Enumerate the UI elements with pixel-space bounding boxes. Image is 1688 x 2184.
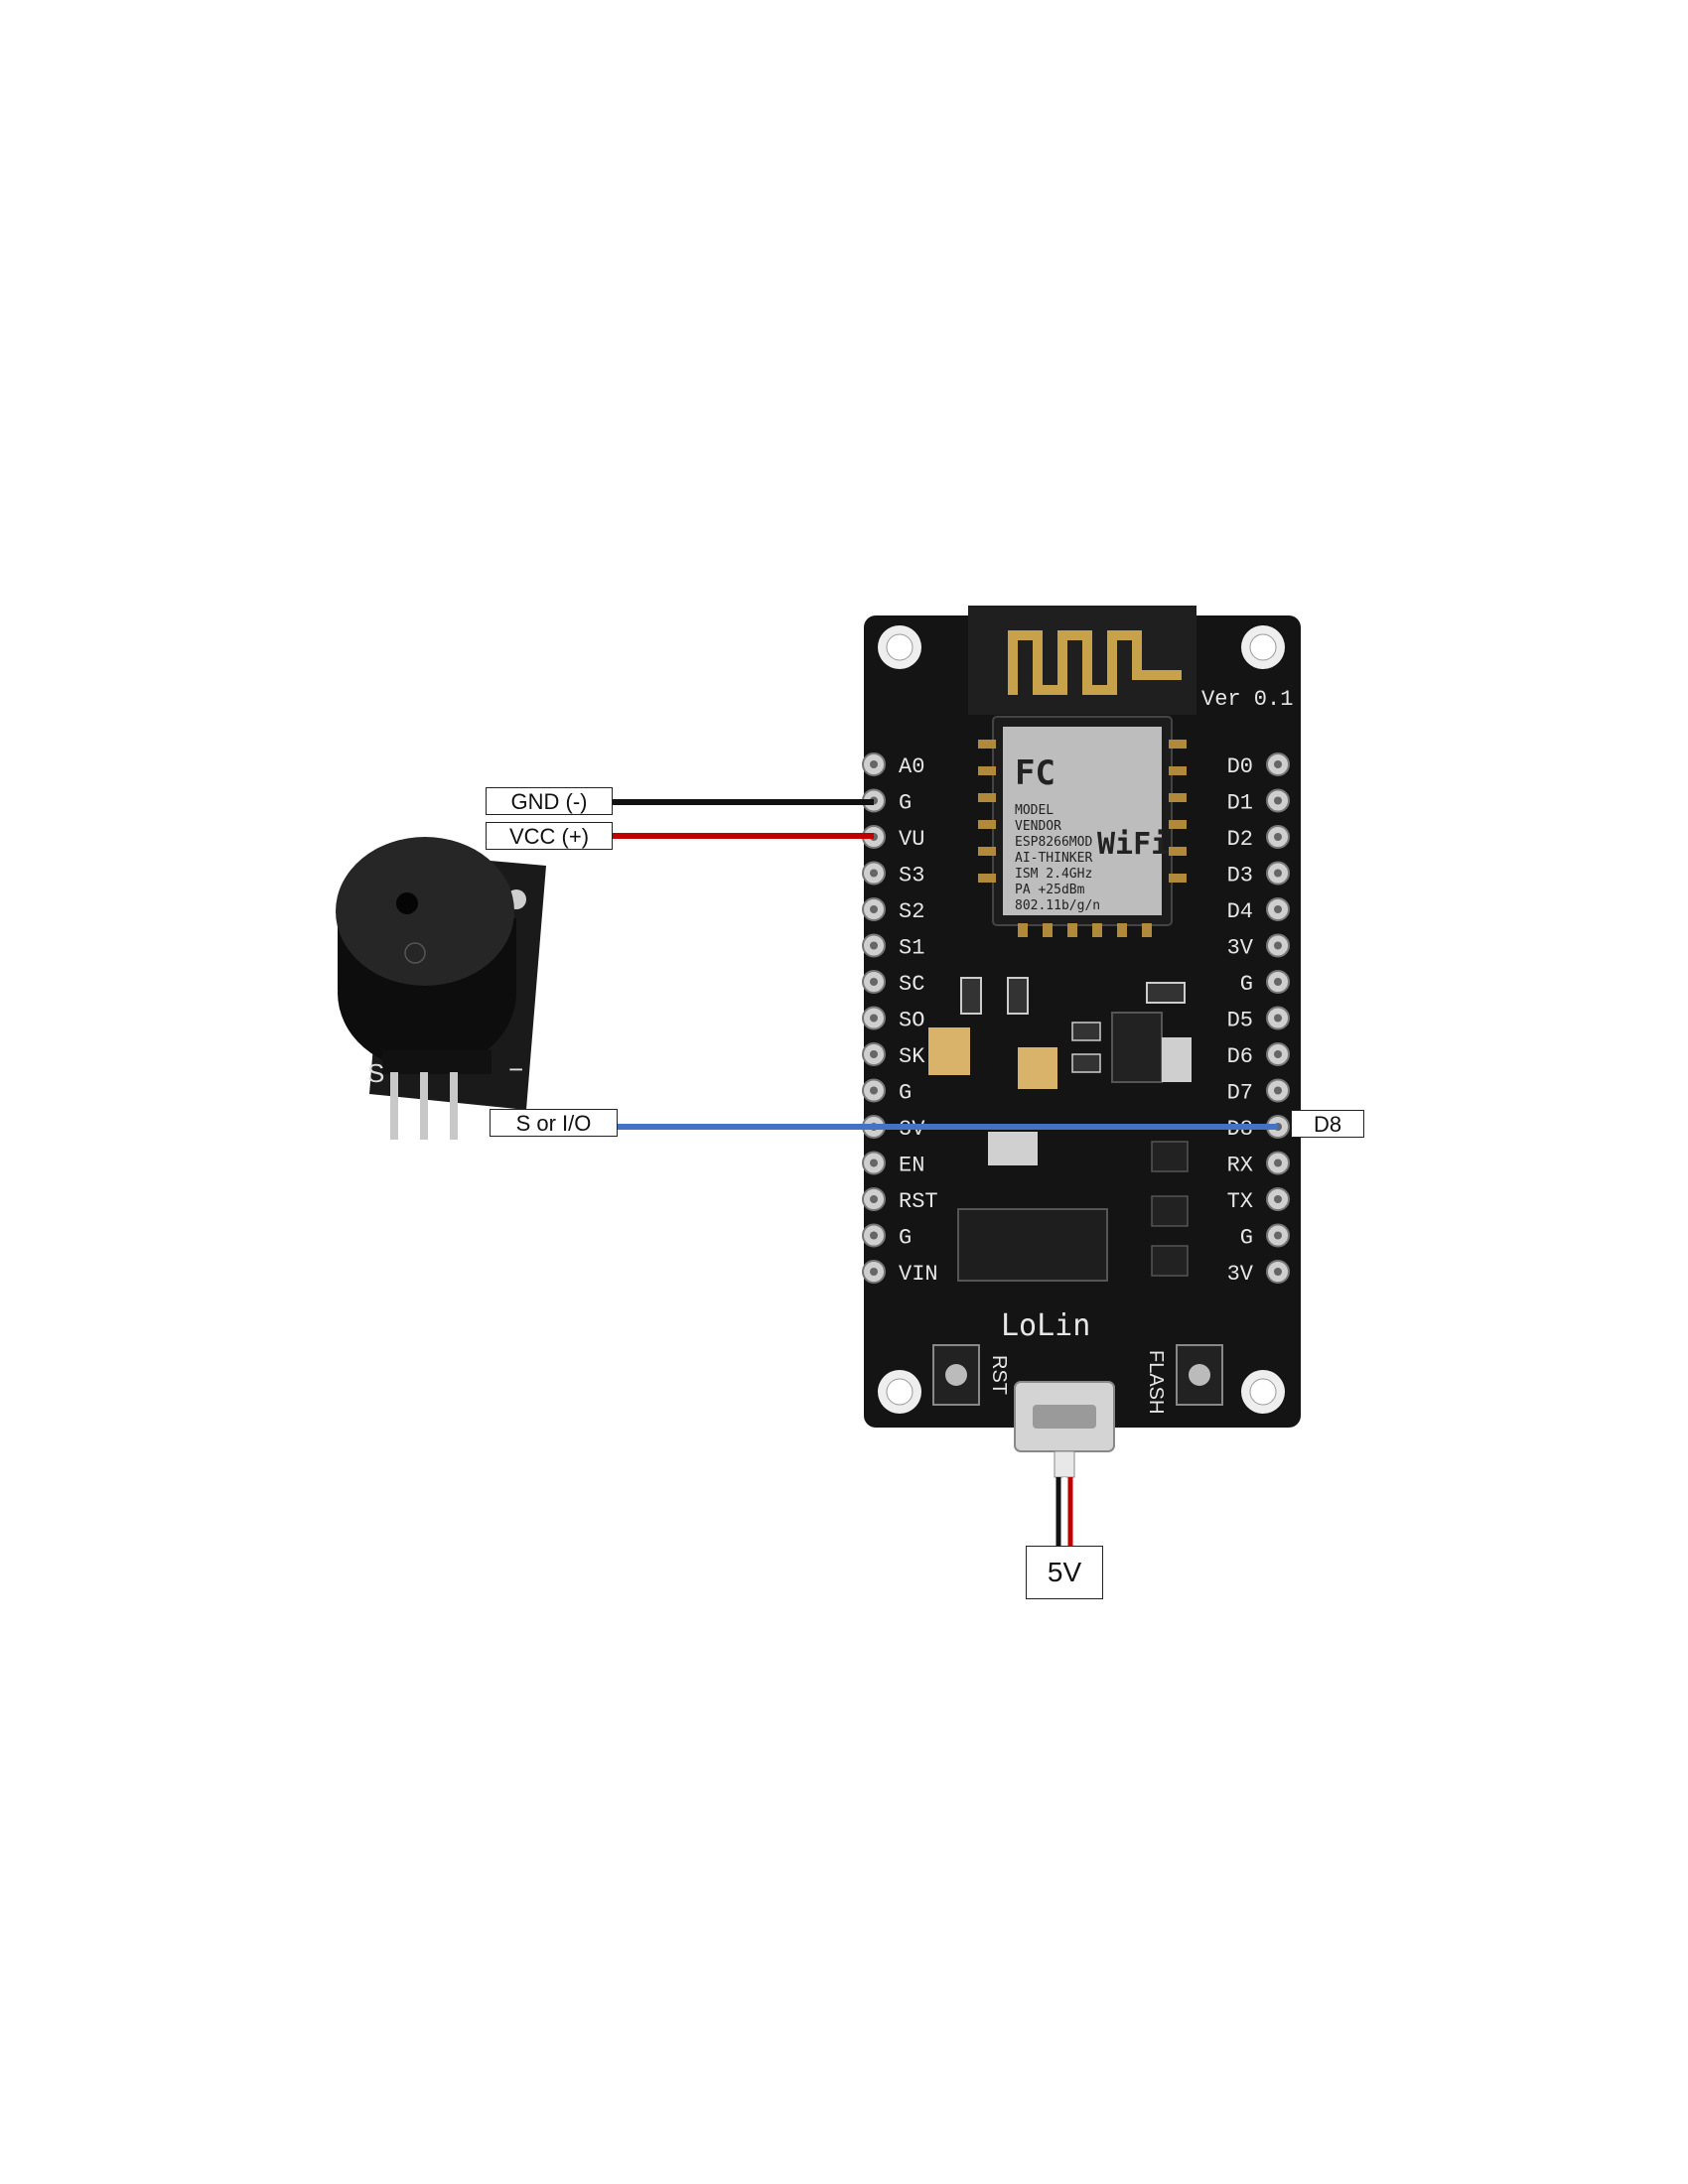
right-pin-hole-12 <box>1274 1195 1282 1203</box>
left-pin-hole-3 <box>870 869 878 878</box>
right-pin-label-rx: RX <box>1227 1154 1253 1178</box>
right-pin-hole-0 <box>1274 760 1282 768</box>
right-pin-label-d3: D3 <box>1227 864 1253 888</box>
right-pin-hole-8 <box>1274 1050 1282 1058</box>
5v-label: 5V <box>1026 1546 1103 1599</box>
buzzer-pin-gnd <box>450 1072 458 1140</box>
gnd-label: GND (-) <box>486 787 613 815</box>
right-pin-label-g: G <box>1240 972 1253 997</box>
right-pin-label-d4: D4 <box>1227 899 1253 924</box>
svg-text:MODEL: MODEL <box>1015 803 1054 818</box>
left-pin-hole-6 <box>870 978 878 986</box>
flash-button-label: FLASH <box>1145 1350 1167 1414</box>
buzzer-header <box>382 1050 492 1074</box>
svg-text:PA +25dBm: PA +25dBm <box>1015 883 1085 897</box>
buzzer-top <box>336 837 514 986</box>
left-pin-label-sc: SC <box>899 972 924 997</box>
left-pin-label-s1: S1 <box>899 936 924 961</box>
left-pin-label-rst: RST <box>899 1189 938 1214</box>
right-pin-hole-11 <box>1274 1159 1282 1167</box>
right-pin-hole-4 <box>1274 905 1282 913</box>
right-pin-label-d7: D7 <box>1227 1081 1253 1106</box>
buzzer-module: S − <box>336 837 546 1140</box>
right-header-pins: D0D1D2D3D43VGD5D6D7D8RXTXG3V <box>1227 752 1290 1287</box>
wifi-logo: WiFi <box>1097 827 1169 862</box>
left-pin-hole-9 <box>870 1086 878 1095</box>
right-pin-hole-9 <box>1274 1086 1282 1095</box>
fc-mark: FC <box>1015 753 1055 793</box>
right-pin-hole-5 <box>1274 941 1282 950</box>
left-pin-hole-13 <box>870 1231 878 1240</box>
board-brand: LoLin <box>1001 1308 1090 1343</box>
right-pin-label-d1: D1 <box>1227 791 1253 816</box>
right-pin-hole-3 <box>1274 869 1282 878</box>
svg-text:ESP8266MOD: ESP8266MOD <box>1015 835 1092 850</box>
left-pin-hole-14 <box>870 1268 878 1276</box>
right-pin-label-d2: D2 <box>1227 827 1253 852</box>
usb-cable <box>1054 1450 1075 1549</box>
buzzer-hole <box>396 892 418 914</box>
esp-module-text: FC WiFi MODEL VENDOR ESP8266MOD AI-THINK… <box>1015 753 1169 913</box>
smd-components <box>928 977 1192 1282</box>
left-pin-label-en: EN <box>899 1154 924 1178</box>
flash-button <box>1176 1344 1223 1406</box>
left-pin-hole-5 <box>870 941 878 950</box>
left-pin-label-g: G <box>899 791 912 816</box>
right-pin-label-d5: D5 <box>1227 1009 1253 1033</box>
antenna-trace <box>1008 630 1182 695</box>
left-pin-label-g: G <box>899 1226 912 1251</box>
rst-button-label: RST <box>988 1355 1010 1395</box>
signal-label: S or I/O <box>490 1109 618 1137</box>
left-pin-hole-12 <box>870 1195 878 1203</box>
left-pin-hole-8 <box>870 1050 878 1058</box>
buzzer-pin-vcc <box>420 1072 428 1140</box>
left-pin-hole-4 <box>870 905 878 913</box>
usb-serial-chip <box>957 1208 1108 1282</box>
buzzer-label-s: S <box>367 1058 384 1088</box>
right-pin-label-g: G <box>1240 1226 1253 1251</box>
esp-castellations <box>978 740 1187 937</box>
svg-text:ISM 2.4GHz: ISM 2.4GHz <box>1015 867 1092 882</box>
right-pin-label-3v: 3V <box>1227 1262 1254 1287</box>
right-pin-hole-7 <box>1274 1014 1282 1023</box>
buzzer-pin-s <box>390 1072 398 1140</box>
board-version: Ver 0.1 <box>1201 687 1293 712</box>
right-pin-hole-14 <box>1274 1268 1282 1276</box>
svg-text:802.11b/g/n: 802.11b/g/n <box>1015 898 1100 913</box>
voltage-regulator <box>1111 1012 1163 1083</box>
tantalum-cap-2 <box>1018 1047 1057 1089</box>
nodemcu-board: Ver 0.1 FC WiFi MODEL VENDOR ESP8266MOD … <box>862 606 1301 1452</box>
rst-button <box>932 1344 980 1406</box>
esp-shield <box>1003 727 1162 915</box>
svg-text:AI-THINKER: AI-THINKER <box>1015 851 1092 866</box>
left-pin-hole-11 <box>870 1159 878 1167</box>
right-pin-hole-13 <box>1274 1231 1282 1240</box>
right-pin-label-d6: D6 <box>1227 1044 1253 1069</box>
left-pin-label-sk: SK <box>899 1044 925 1069</box>
left-pin-label-a0: A0 <box>899 754 924 779</box>
left-pin-label-vin: VIN <box>899 1262 938 1287</box>
left-pin-label-s2: S2 <box>899 899 924 924</box>
svg-text:VENDOR: VENDOR <box>1015 819 1061 834</box>
buzzer-plus-mark <box>404 942 426 964</box>
right-pin-hole-2 <box>1274 833 1282 841</box>
buzzer-label-minus: − <box>508 1054 523 1084</box>
vcc-label: VCC (+) <box>486 822 613 850</box>
left-pin-label-so: SO <box>899 1009 924 1033</box>
tantalum-cap-1 <box>928 1027 970 1075</box>
left-pin-hole-7 <box>870 1014 878 1023</box>
right-pin-hole-1 <box>1274 796 1282 805</box>
right-pin-label-3v: 3V <box>1227 936 1254 961</box>
left-pin-label-g: G <box>899 1081 912 1106</box>
d8-label: D8 <box>1291 1110 1364 1138</box>
right-pin-label-d0: D0 <box>1227 754 1253 779</box>
left-pin-label-vu: VU <box>899 827 924 852</box>
left-pin-hole-0 <box>870 760 878 768</box>
left-pin-label-s3: S3 <box>899 864 924 888</box>
right-pin-label-tx: TX <box>1227 1189 1253 1214</box>
right-pin-hole-6 <box>1274 978 1282 986</box>
